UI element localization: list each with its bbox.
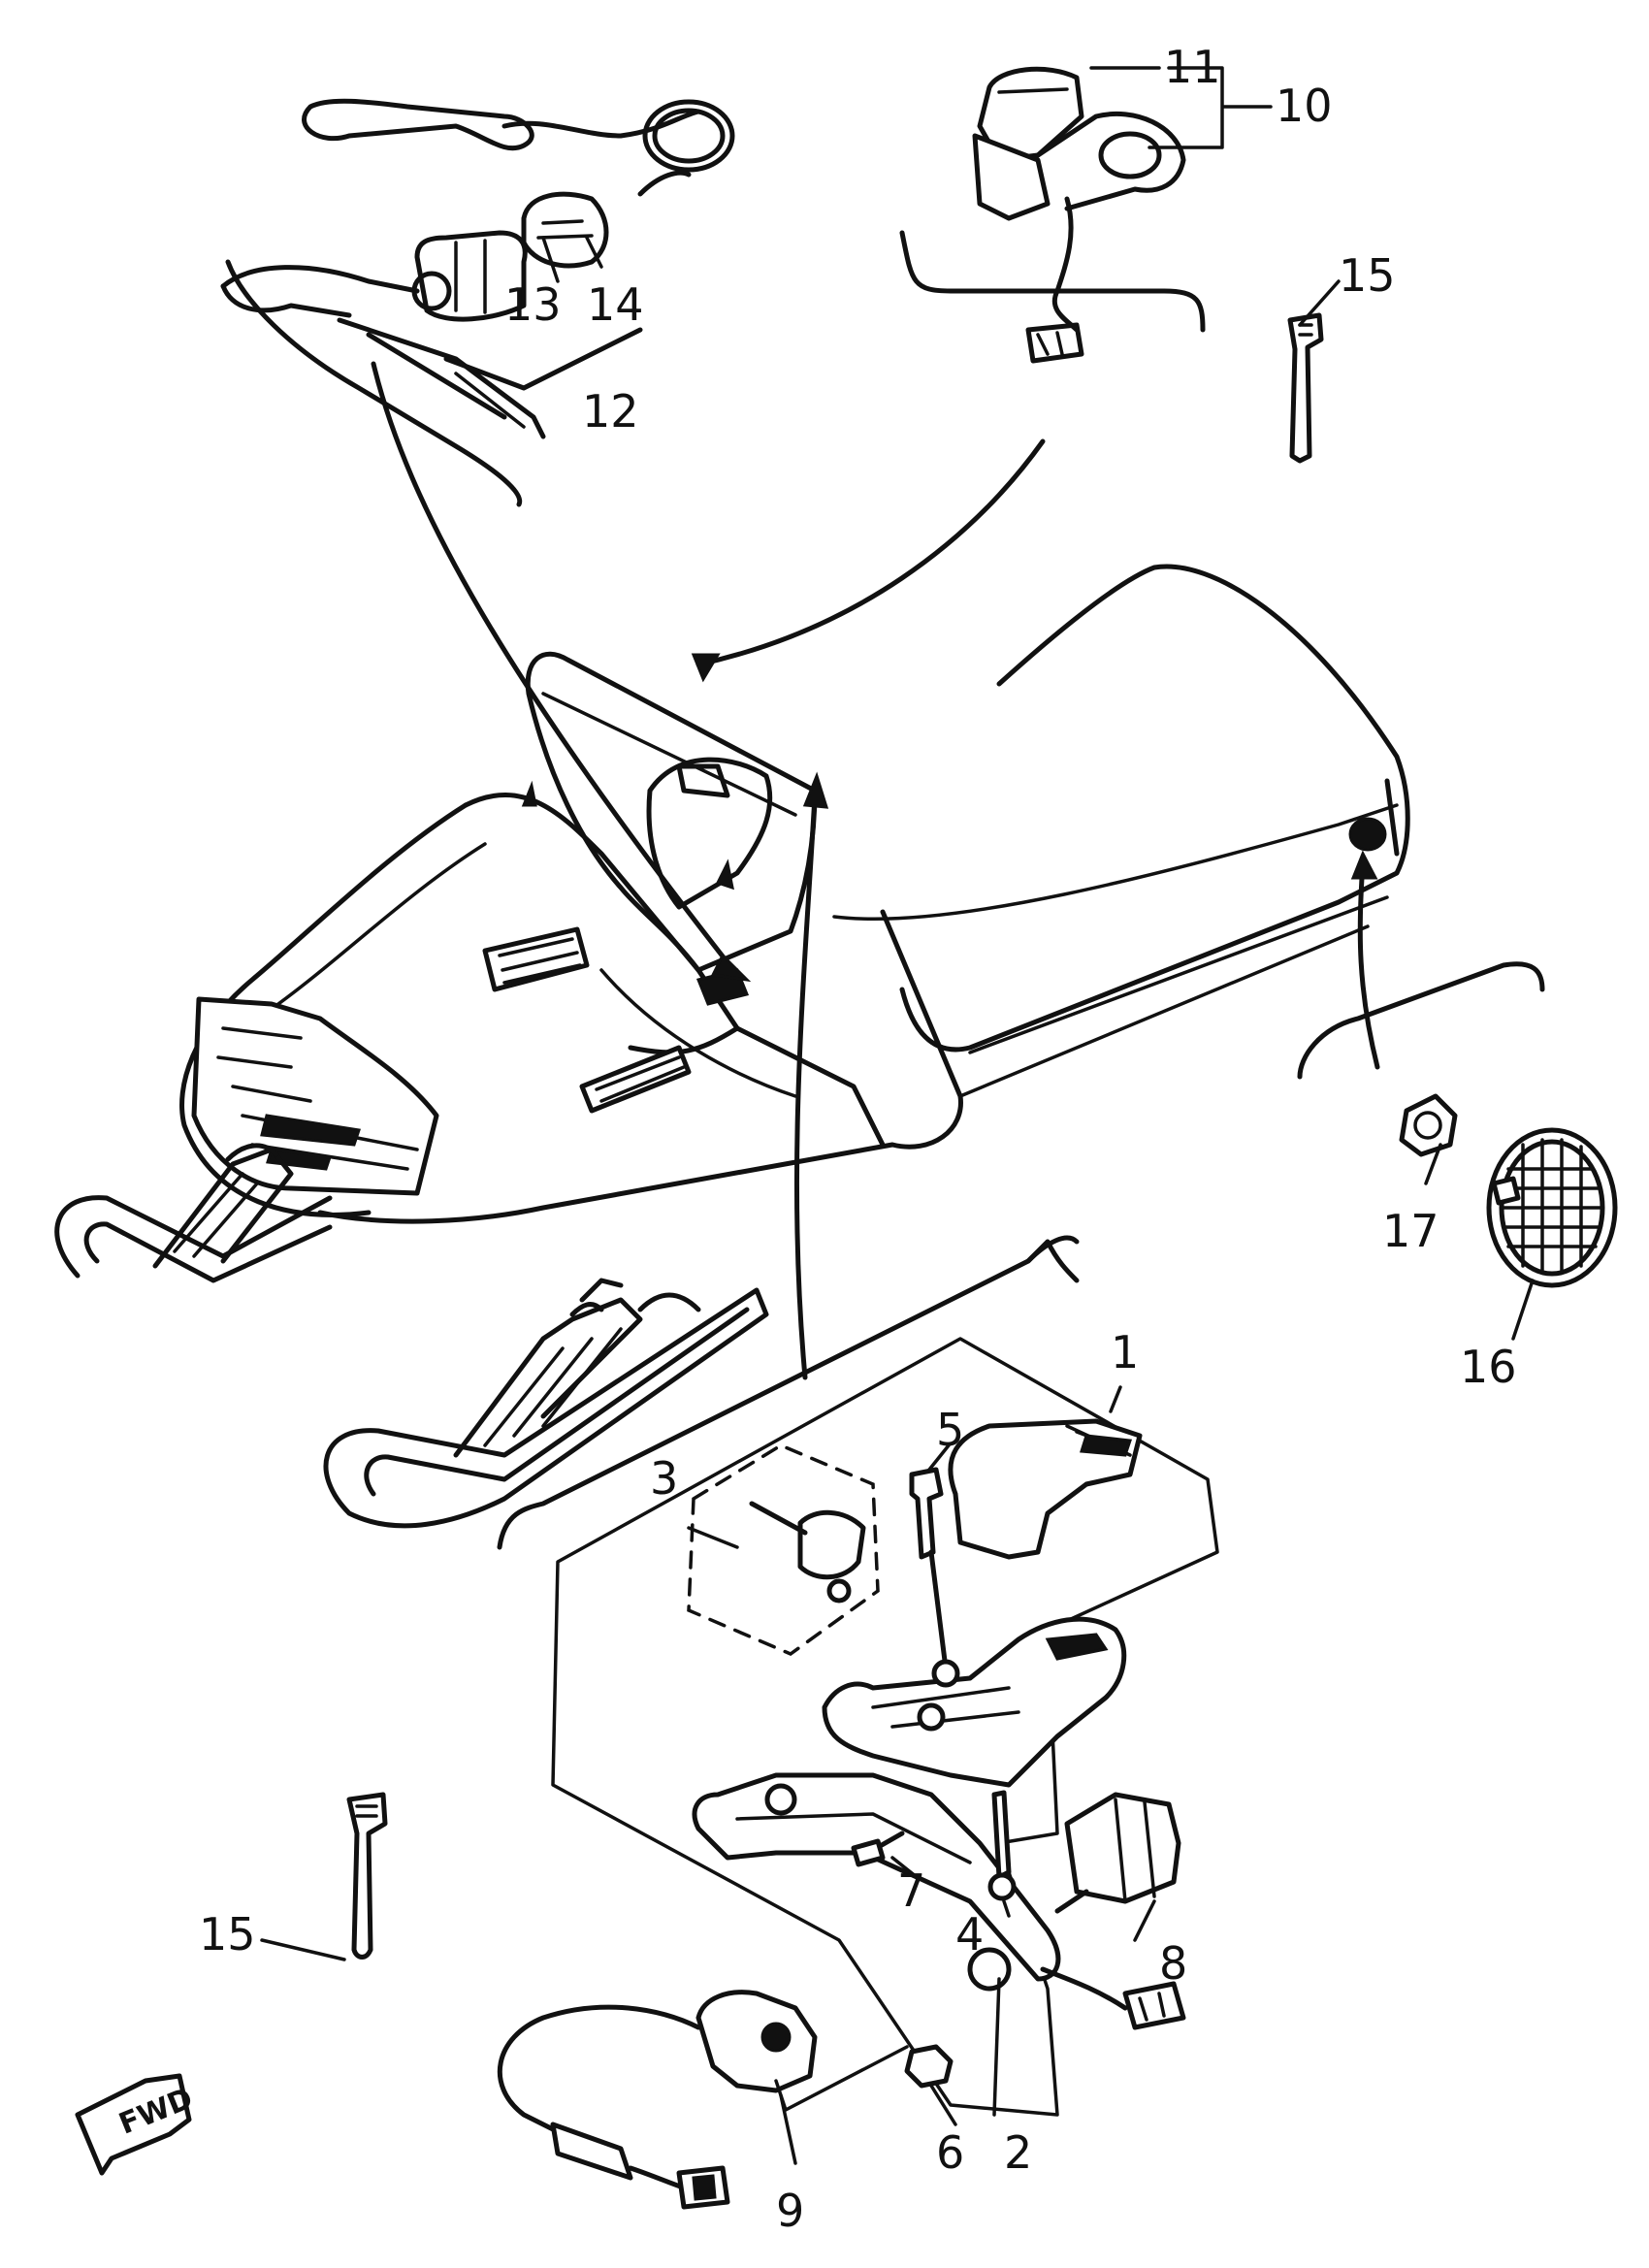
- callout-8: 8: [1159, 1937, 1187, 1990]
- callout-12: 12: [582, 385, 639, 437]
- bracket-left-top: [225, 259, 523, 507]
- arrow-handlebar-switch: [695, 438, 1046, 667]
- callout-3: 3: [650, 1452, 678, 1505]
- callout-labels: 11 10 15 14 13 12 17 16 1 5 3 7 4 8 15 6…: [199, 41, 1517, 2237]
- callout-6: 6: [936, 2126, 964, 2179]
- fwd-direction-marker: FWD: [75, 2073, 198, 2176]
- callout-7: 7: [897, 1864, 925, 1917]
- callout-4: 4: [955, 1908, 984, 1960]
- callout-15-top: 15: [1339, 249, 1396, 302]
- arrow-tail-light: [1357, 860, 1380, 1070]
- callout-14: 14: [587, 278, 644, 331]
- arrow-throttle: [793, 793, 818, 1380]
- callout-1: 1: [1111, 1326, 1139, 1378]
- part-3-dashed-box: [687, 1443, 880, 1656]
- leader-lines: [260, 66, 1535, 2165]
- callout-15-bottom: 15: [199, 1908, 256, 1960]
- handlebar-switch-assembly: [899, 66, 1206, 364]
- bracket-10: [899, 230, 1206, 333]
- bracket-large: [497, 1239, 1080, 1550]
- callout-17: 17: [1382, 1205, 1439, 1257]
- tail-light-assembly: [1297, 961, 1618, 1288]
- callout-2: 2: [1004, 2126, 1032, 2179]
- key-bottom: [346, 1792, 388, 1960]
- callout-16: 16: [1460, 1341, 1517, 1393]
- side-decal: [579, 1045, 692, 1114]
- windshield-bolt-left: [521, 780, 537, 807]
- key-top: [1287, 312, 1324, 464]
- bracket-12: [443, 327, 643, 391]
- ski-left: [54, 1143, 333, 1283]
- ski-right: [323, 1278, 769, 1529]
- snowmobile-body: [179, 564, 1410, 1224]
- arrow-main-switch: [371, 361, 740, 978]
- callout-9: 9: [776, 2185, 804, 2237]
- hood-decal: [482, 926, 590, 992]
- callout-5: 5: [936, 1404, 964, 1456]
- throttle-assembly: [497, 1235, 1219, 2210]
- callout-10: 10: [1276, 80, 1333, 132]
- callout-11: 11: [1164, 41, 1221, 93]
- tail-light-socket: [1348, 817, 1387, 852]
- windshield-bolt-right: [715, 859, 734, 891]
- callout-13: 13: [504, 278, 562, 331]
- main-switch-assembly: [220, 98, 735, 507]
